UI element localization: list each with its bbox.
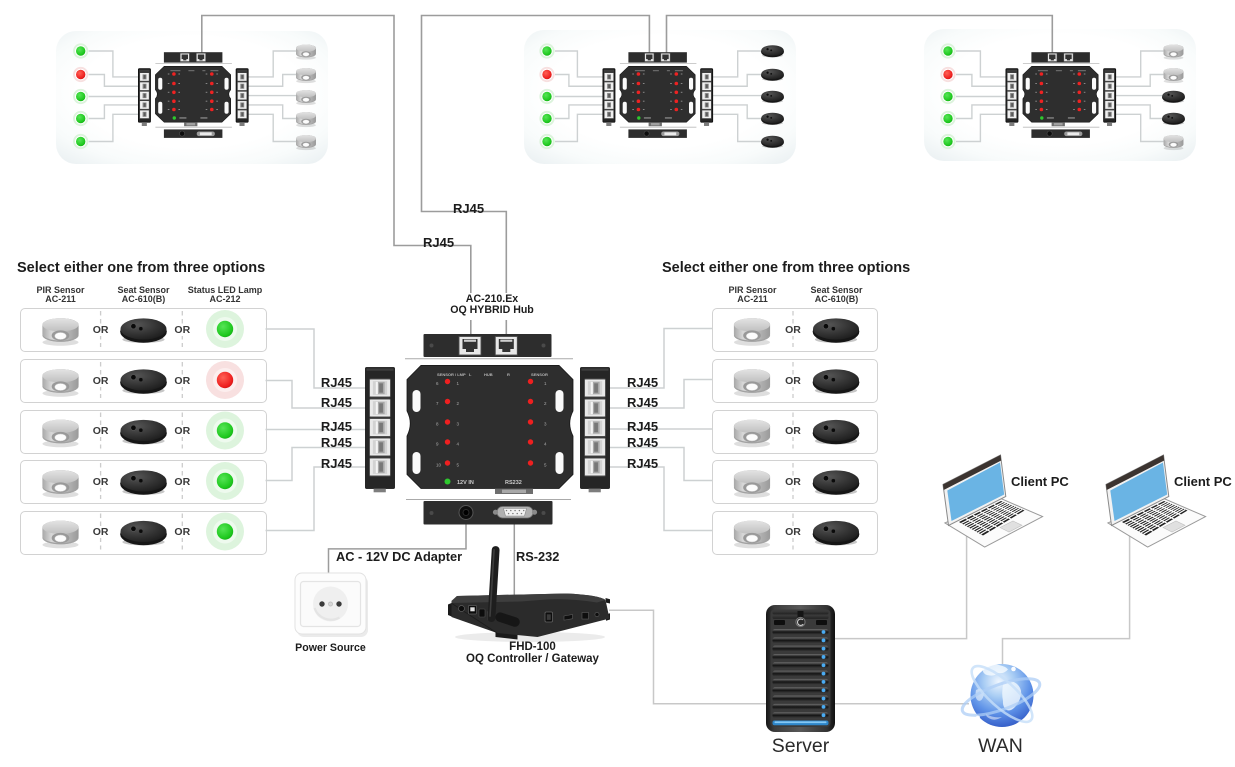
svg-text:SENSOR / LMP: SENSOR / LMP xyxy=(437,372,466,377)
svg-text:HUB: HUB xyxy=(484,372,493,377)
svg-text:4: 4 xyxy=(457,442,460,447)
svg-text:7: 7 xyxy=(436,401,439,406)
svg-text:9: 9 xyxy=(436,442,439,447)
svg-text:5: 5 xyxy=(457,463,460,468)
svg-text:4: 4 xyxy=(544,442,547,447)
svg-text:RS232: RS232 xyxy=(505,480,522,486)
svg-text:R: R xyxy=(507,372,510,377)
svg-text:8: 8 xyxy=(436,422,439,427)
svg-text:3: 3 xyxy=(457,422,460,427)
svg-text:3: 3 xyxy=(544,422,547,427)
svg-text:5: 5 xyxy=(544,463,547,468)
svg-text:12V IN: 12V IN xyxy=(457,480,474,486)
svg-text:1: 1 xyxy=(544,381,547,386)
svg-text:10: 10 xyxy=(436,463,442,468)
svg-text:2: 2 xyxy=(457,401,460,406)
svg-text:L: L xyxy=(469,372,472,377)
svg-text:SENSOR: SENSOR xyxy=(531,372,548,377)
svg-text:1: 1 xyxy=(457,381,460,386)
svg-text:2: 2 xyxy=(544,401,547,406)
svg-text:6: 6 xyxy=(436,381,439,386)
